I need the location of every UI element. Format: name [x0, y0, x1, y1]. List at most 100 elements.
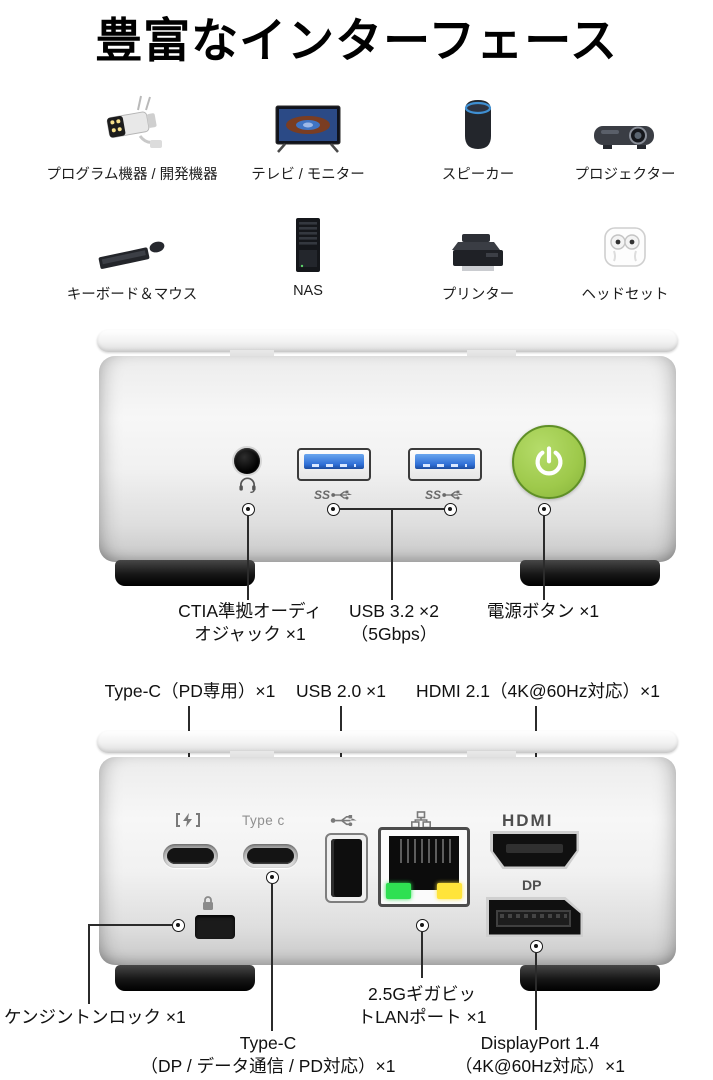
rear-panel-photo: Type c HDMI [95, 725, 680, 997]
callout-text: 電源ボタン ×1 [486, 601, 600, 621]
ethernet-socket [389, 836, 459, 890]
callout-text: DisplayPort 1.4 [480, 1033, 600, 1053]
rear-lid [97, 731, 678, 753]
rubber-foot [115, 965, 255, 991]
callout-label-typec-pd: Type-C（PD専用）×1 [105, 680, 276, 703]
nas-icon [292, 204, 324, 274]
pd-battery-icon [175, 812, 201, 833]
device-projector: プロジェクター [562, 84, 688, 184]
callout-label-audio: CTIA準拠オーディ オジャック ×1 [178, 600, 322, 645]
device-label: プログラム機器 / 開発機器 [46, 167, 218, 183]
device-keyboard-mouse: キーボード＆マウス [42, 204, 222, 304]
kensington-slot [195, 915, 235, 939]
rubber-foot [520, 560, 660, 586]
power-button [512, 425, 586, 499]
printer-icon [446, 204, 510, 274]
device-nas: NAS [222, 204, 394, 304]
device-tv-monitor: テレビ / モニター [222, 84, 394, 184]
device-label: NAS [293, 283, 323, 299]
audio-jack-port [234, 448, 260, 474]
callout-dot-kensington [171, 918, 185, 932]
callout-text: （4K@60Hz対応）×1 [455, 1055, 625, 1076]
usb-trident-icon [442, 490, 464, 500]
ss-text: SS [425, 488, 442, 502]
usb3-blue-tab [304, 454, 364, 469]
callout-label-usb3: USB 3.2 ×2 （5Gbps） [349, 600, 439, 645]
ss-text: SS [314, 488, 331, 502]
front-chassis [99, 356, 676, 562]
callout-line-usb-bridge [339, 508, 444, 510]
headphone-icon [238, 475, 257, 498]
front-panel-photo: SS SS [95, 318, 680, 592]
callout-text: （DP / データ通信 / PD対応）×1 [140, 1055, 396, 1076]
speaker-icon [460, 84, 496, 154]
callout-line-typec-data [271, 883, 273, 1031]
callout-dot-usb3-2 [443, 502, 457, 516]
callout-text: HDMI 2.1（4K@60Hz対応）×1 [416, 681, 660, 701]
device-label: プリンター [441, 287, 515, 303]
callout-label-typec-data: Type-C （DP / データ通信 / PD対応）×1 [141, 1032, 396, 1077]
headset-icon [598, 204, 652, 274]
page-title: 豊富なインターフェース [95, 14, 618, 67]
callout-line-kensington-v [88, 924, 90, 1004]
callout-label-displayport: DisplayPort 1.4 （4K@60Hz対応）×1 [455, 1032, 625, 1077]
callout-text: トLANポート ×1 [357, 1006, 487, 1027]
callout-line-power [543, 515, 545, 600]
device-label: キーボード＆マウス [66, 287, 198, 303]
device-label: テレビ / モニター [251, 167, 365, 183]
callout-dot-displayport [529, 939, 543, 953]
callout-line-lan [421, 931, 423, 978]
callout-text: Type-C [239, 1033, 297, 1053]
callout-line-kensington-h [89, 924, 172, 926]
callout-text: USB 2.0 ×1 [296, 681, 386, 701]
usb3-port-2 [408, 448, 482, 481]
callout-label-power: 電源ボタン ×1 [487, 600, 599, 623]
callout-text: USB 3.2 ×2 [349, 601, 439, 621]
callout-text: Type-C（PD専用）×1 [104, 681, 276, 701]
callout-text: CTIA準拠オーディ [178, 601, 322, 621]
usb3-port-1 [297, 448, 371, 481]
lan-led-green [386, 883, 411, 899]
device-grid: プログラム機器 / 開発機器 テレビ / モニター [42, 84, 688, 304]
callout-line-displayport [535, 952, 537, 1030]
hdmi-port [490, 831, 579, 869]
displayport-logo: DP [522, 877, 542, 893]
usb-trident-icon [331, 490, 353, 500]
typec-port-mark: Type c [242, 813, 285, 828]
callout-dot-power [537, 502, 551, 516]
device-security-camera: プログラム機器 / 開発機器 [42, 84, 222, 184]
usb3-blue-tab [415, 454, 475, 469]
front-lid [97, 330, 678, 352]
typec-pd-port [163, 844, 218, 868]
displayport-port [486, 897, 583, 937]
callout-label-kensington: ケンジントンロック ×1 [4, 1006, 186, 1029]
usb2-trident-icon [330, 813, 357, 833]
device-label: スピーカー [441, 167, 515, 183]
security-camera-icon [100, 84, 164, 154]
callout-label-hdmi: HDMI 2.1（4K@60Hz対応）×1 [416, 680, 660, 703]
usb-superspeed-mark: SS [314, 488, 353, 502]
typec-data-port [243, 844, 298, 868]
hdmi-slot [506, 844, 563, 853]
device-label: ヘッドセット [581, 287, 669, 303]
callout-line-usb [391, 509, 393, 600]
callout-dot-typec-data [265, 870, 279, 884]
ethernet-port [378, 827, 470, 907]
callout-label-lan: 2.5Gギガビッ トLANポート ×1 [358, 983, 487, 1028]
callout-dot-usb3-1 [326, 502, 340, 516]
displayport-slot [496, 910, 571, 927]
power-icon [535, 446, 563, 476]
lan-led-yellow [437, 883, 462, 899]
device-printer: プリンター [394, 204, 562, 304]
usb2-port [325, 833, 368, 903]
callout-dot-lan [415, 918, 429, 932]
device-headset: ヘッドセット [562, 204, 688, 304]
callout-text: オジャック ×1 [194, 623, 306, 644]
callout-text: ケンジントンロック ×1 [4, 1007, 186, 1027]
callout-label-usb2: USB 2.0 ×1 [296, 680, 386, 703]
rubber-foot [115, 560, 255, 586]
projector-icon [592, 84, 658, 154]
lock-icon [201, 895, 215, 917]
tv-monitor-icon [273, 84, 343, 154]
device-speaker: スピーカー [394, 84, 562, 184]
